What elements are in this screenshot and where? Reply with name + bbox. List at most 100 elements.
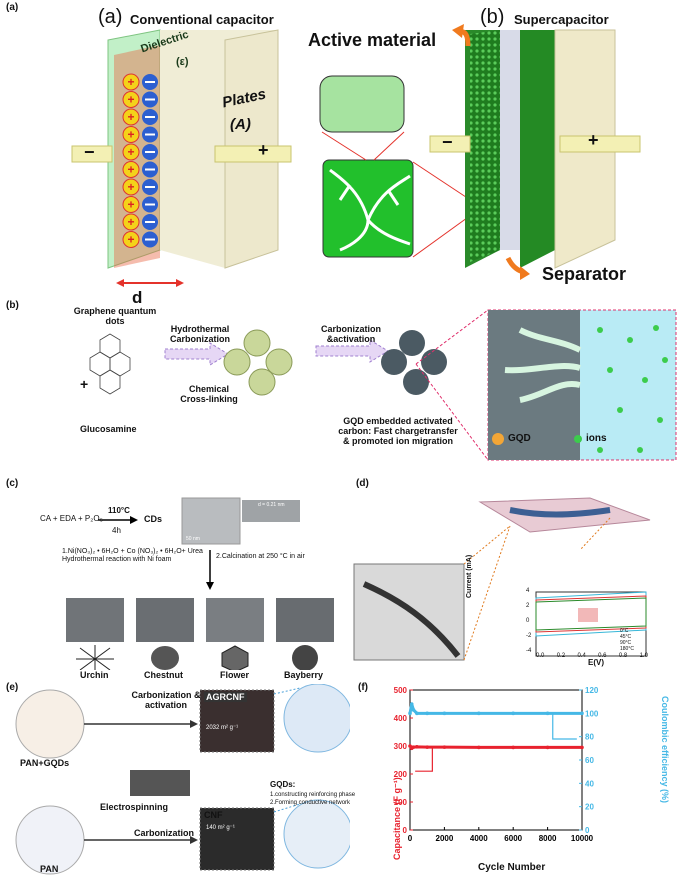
temp-text: 110°C xyxy=(108,506,130,515)
positive-charge-sign: + xyxy=(127,128,134,142)
carbon-sphere xyxy=(381,349,407,375)
positive-charge-sign: + xyxy=(127,215,134,229)
sub-a-letter: (a) xyxy=(98,6,123,28)
capacitance-ylabel: Capacitance (F g⁻¹) xyxy=(392,777,402,860)
series-point-left xyxy=(411,745,416,749)
y-tick-label: 400 xyxy=(394,714,408,723)
negative-charge-sign xyxy=(145,186,155,188)
panel-a-label: (a) xyxy=(6,2,19,13)
sc-left-terminal xyxy=(429,135,471,153)
electrospinning-label: Electrospinning xyxy=(100,802,169,812)
legend-gqd-icon xyxy=(492,433,504,445)
negative-charge-sign xyxy=(145,81,155,83)
series-point-right xyxy=(477,711,481,716)
arrow-activation xyxy=(315,339,389,363)
pore-network xyxy=(329,168,411,252)
y-tick-label: 300 xyxy=(394,742,408,751)
panel-a-figure: ++++++++++ xyxy=(71,24,641,287)
x-tick-label: 8000 xyxy=(539,834,557,843)
activation-label: Carbonization &activation xyxy=(321,324,381,344)
pan-gqd-label: PAN+GQDs xyxy=(20,758,70,768)
negative-charge-sign xyxy=(145,151,155,153)
sphere xyxy=(223,348,251,376)
y-tick-label: 200 xyxy=(394,770,408,779)
sc-minus: − xyxy=(442,132,453,152)
positive-charge-sign: + xyxy=(127,145,134,159)
scale-a: 50 nm xyxy=(186,536,200,542)
positive-charge-sign: + xyxy=(127,75,134,89)
inset-photo xyxy=(578,608,598,622)
gqd-molecule xyxy=(89,333,131,395)
series-point-right xyxy=(409,702,414,706)
ion-dot xyxy=(597,327,603,333)
positive-charge xyxy=(122,178,140,196)
plus-terminal: + xyxy=(258,140,269,160)
series-line-right xyxy=(408,703,582,715)
series-point-left xyxy=(425,745,429,749)
right-terminal xyxy=(214,145,292,163)
panel-e-figure xyxy=(15,684,350,875)
legend-ions: ions xyxy=(586,433,607,444)
carbon-sphere xyxy=(421,349,447,375)
sem-chestnut xyxy=(136,598,194,642)
panel-f-label: (f) xyxy=(358,682,368,693)
conventional-title: Conventional capacitor xyxy=(130,12,274,27)
x-tick-label: 2000 xyxy=(436,834,454,843)
panel-b-label: (b) xyxy=(6,300,19,311)
active-material-label: Active material xyxy=(308,30,437,50)
ion-dot xyxy=(617,407,623,413)
ion-dot xyxy=(642,377,648,383)
gqds-2: 2.Forming conductive network xyxy=(270,800,351,806)
chestnut-model xyxy=(151,646,179,670)
series-point-left xyxy=(545,745,550,750)
series-point-left xyxy=(415,745,419,749)
negative-charge-sign xyxy=(145,133,155,136)
plus-sign: + xyxy=(80,376,89,392)
morph-flower: Flower xyxy=(220,670,250,680)
sem-flower xyxy=(206,598,264,642)
tem-inset xyxy=(242,500,300,522)
panel-e-label: (e) xyxy=(6,682,19,693)
sphere xyxy=(265,348,293,376)
tem-image xyxy=(181,497,241,545)
series-point-right xyxy=(408,711,412,716)
series-point-left xyxy=(511,745,515,750)
hydrothermal-label: Hydrothermal Carbonization xyxy=(170,324,230,344)
series-point-left xyxy=(580,745,584,750)
left-terminal xyxy=(71,145,113,163)
tem-inset-label: d = 0.21 nm xyxy=(258,502,285,508)
pan-label: PAN xyxy=(40,864,59,874)
panel-d-figure xyxy=(353,497,651,661)
panel-c-figure xyxy=(66,497,334,670)
y2-tick-label: 60 xyxy=(585,756,594,765)
y2-tick-label: 0 xyxy=(585,826,590,835)
y-tick-label: 0 xyxy=(403,826,408,835)
y2-tick-label: 20 xyxy=(585,803,594,812)
sem-bayberry xyxy=(276,598,334,642)
series-point-right xyxy=(415,711,419,716)
cv-xlabel: E(V) xyxy=(588,658,604,667)
sphere xyxy=(243,329,271,357)
fiber-network xyxy=(509,507,611,518)
agrcnf-label: AGRCNF xyxy=(204,692,247,702)
sc-plus: + xyxy=(588,130,599,150)
reaction-text: CA + EDA + P₂O₅ xyxy=(40,514,103,523)
series-point-right xyxy=(545,711,550,716)
negative-charge-sign xyxy=(145,116,155,118)
negative-charge-sign xyxy=(145,168,155,171)
morph-urchin: Urchin xyxy=(80,670,109,680)
left-axis-arrow xyxy=(415,747,433,772)
x-tick-label: 6000 xyxy=(504,834,522,843)
positive-charge-sign: + xyxy=(127,198,134,212)
sub-b-letter: (b) xyxy=(480,6,505,28)
ion-dot xyxy=(662,357,668,363)
sphere xyxy=(248,368,276,396)
series-point-right xyxy=(511,711,515,716)
step2-text: 2.Calcination at 250 °C in air xyxy=(216,553,305,560)
ion-dot xyxy=(597,447,603,453)
positive-charge xyxy=(122,108,140,126)
legend-gqd: GQD xyxy=(508,433,531,444)
